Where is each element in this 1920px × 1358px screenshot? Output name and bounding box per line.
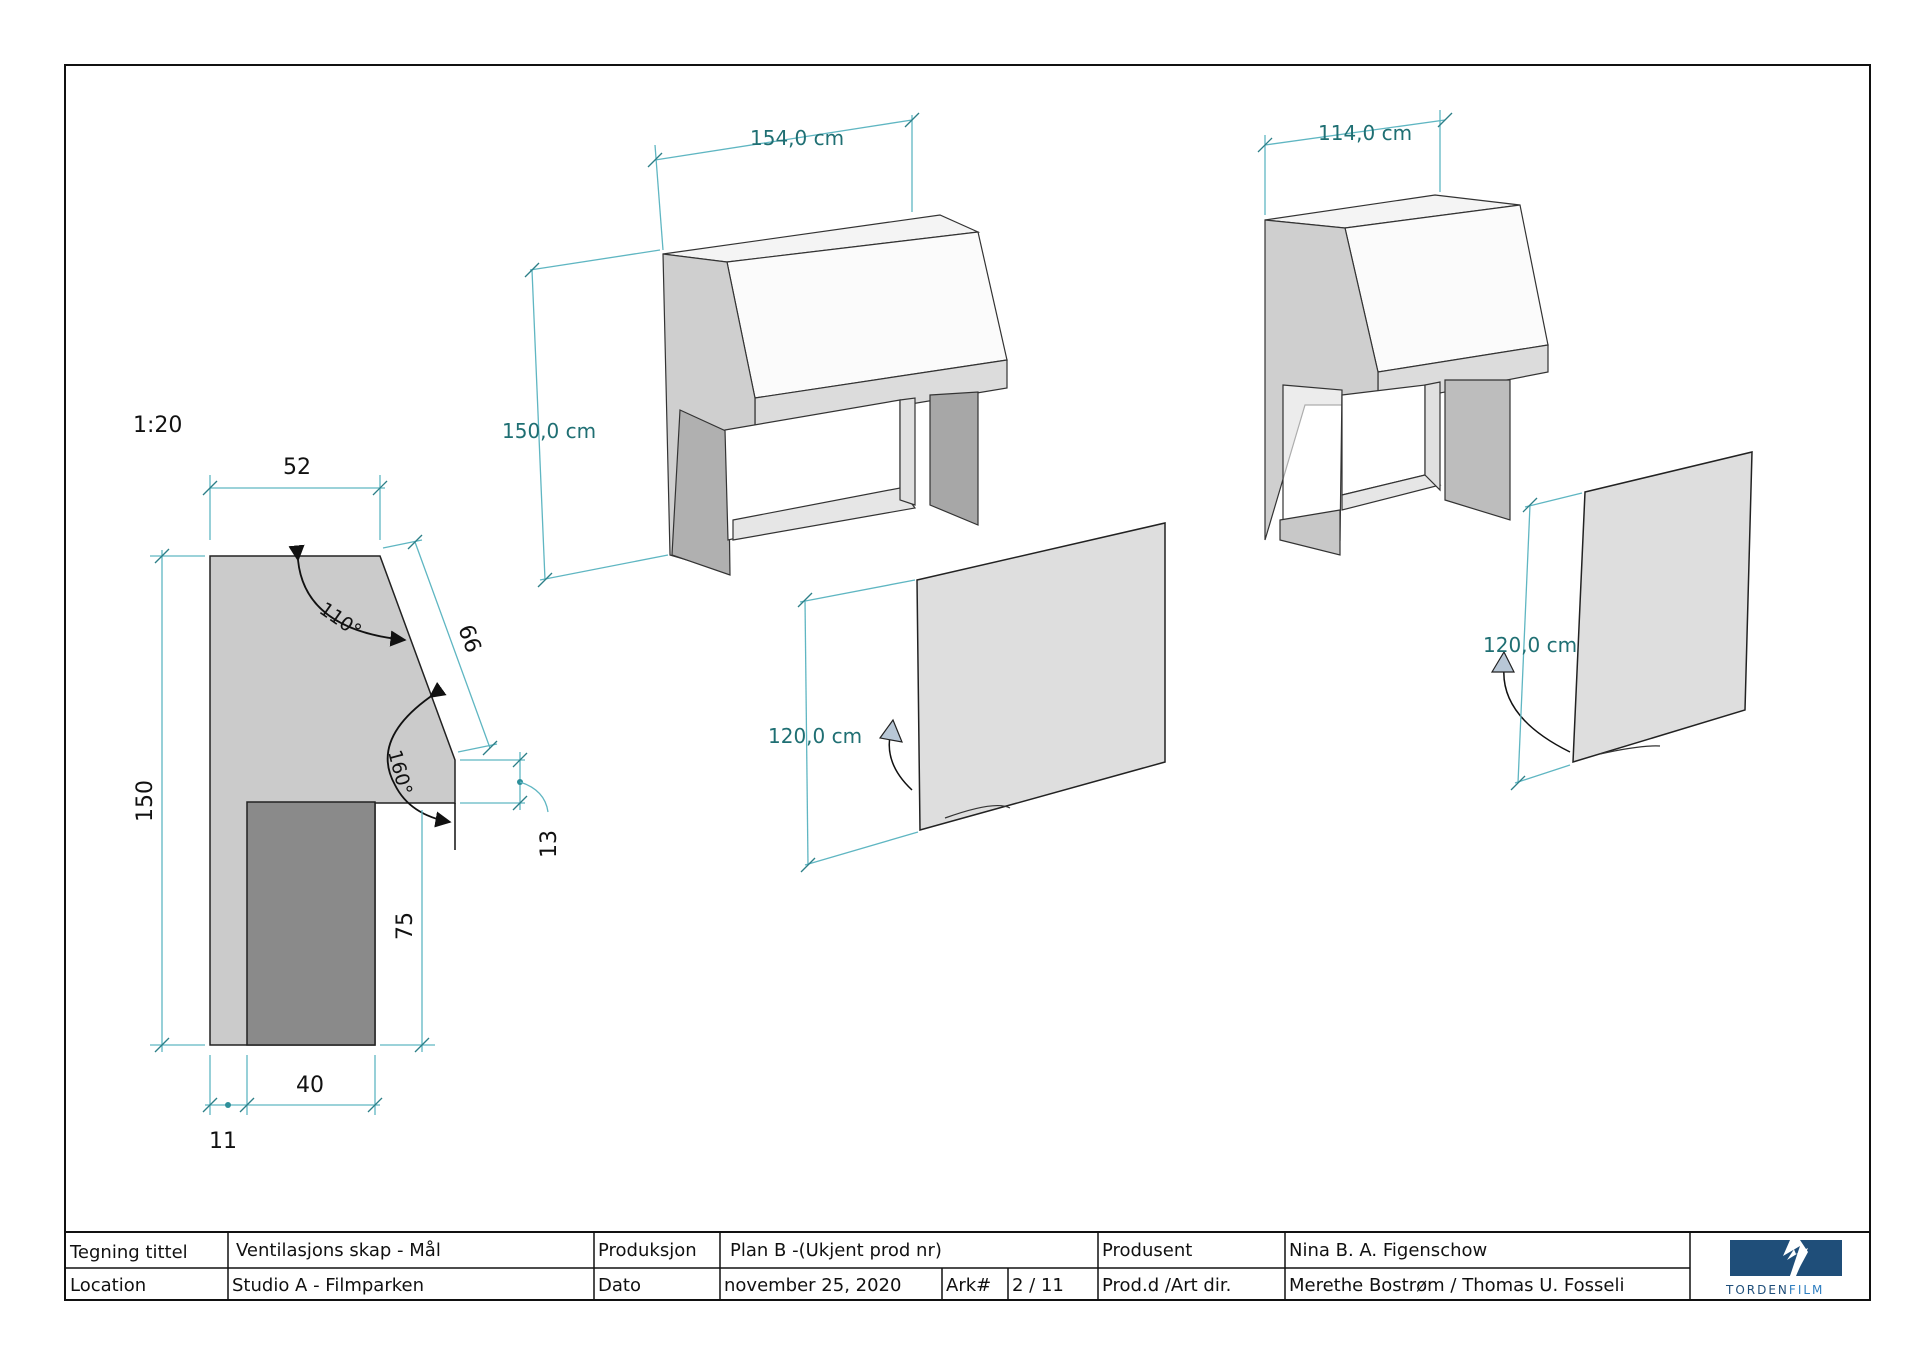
dim-lip: 13 [537,830,562,858]
tb-artdir-value: Merethe Bostrøm / Thomas U. Fosseli [1289,1275,1624,1296]
rotation-arrow-2 [1490,650,1515,673]
logo-text-film: FILM [1789,1283,1824,1297]
dim-slant: 66 [452,622,485,657]
tb-drawing-title-value: Ventilasjons skap - Mål [236,1240,441,1261]
tb-production-value: Plan B -(Ukjent prod nr) [730,1240,942,1261]
dim-top-width: 52 [283,455,311,480]
svg-text:TORDENFILM: TORDENFILM [1725,1283,1824,1297]
dim-bottom-offset: 11 [209,1129,237,1154]
tb-sheet-label: Ark# [946,1275,991,1296]
iso1-width-label: 154,0 cm [750,126,844,150]
angle-arc-mid [386,681,452,828]
tb-artdir-label: Prod.d /Art dir. [1102,1275,1231,1296]
dim-opening: 75 [393,912,418,940]
angle-arc-top [288,544,407,647]
tb-producer-value: Nina B. A. Figenschow [1289,1240,1487,1261]
iso1-height-label: 150,0 cm [502,419,596,443]
iso1-panel-label: 120,0 cm [768,724,862,748]
tb-date-label: Dato [598,1275,641,1296]
dim-bottom-width: 40 [296,1073,324,1098]
tb-drawing-title-label: Tegning tittel [69,1242,188,1263]
tordenfilm-logo: TORDENFILM [1725,1240,1842,1297]
tb-location-label: Location [70,1275,146,1296]
door-panel-1 [916,522,1166,831]
scale-label: 1:20 [133,413,182,438]
iso2-panel-label: 120,0 cm [1483,633,1577,657]
iso2-width-label: 114,0 cm [1318,121,1412,145]
logo-text-torden: TORDEN [1725,1283,1789,1297]
title-block: Tegning tittel Ventilasjons skap - Mål P… [64,1231,1871,1301]
isometric-view-1: 154,0 cm 150,0 cm 120,0 cm [502,112,1166,873]
door-panel-2 [1572,451,1753,764]
section-opening [246,801,376,1046]
tb-sheet-value: 2 / 11 [1012,1275,1064,1296]
tb-location-value: Studio A - Filmparken [232,1275,424,1296]
isometric-view-2: 114,0 cm 120,0 cm [1257,110,1753,791]
tb-producer-label: Produsent [1102,1240,1192,1261]
rotation-arrow-1 [878,718,903,743]
tb-date-value: november 25, 2020 [724,1275,901,1296]
section-view: 110° 160° 52 150 66 13 [133,455,562,1154]
tb-production-label: Produksjon [598,1240,697,1261]
dim-height: 150 [133,780,158,822]
